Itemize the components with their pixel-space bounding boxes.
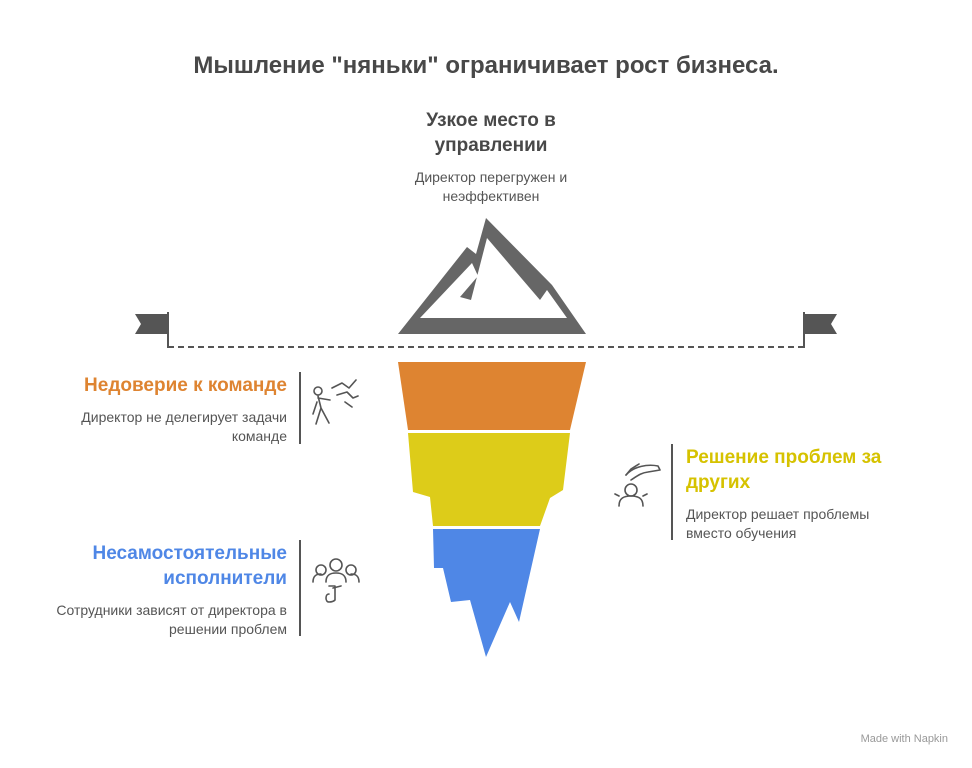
layer-2-title: Решение проблем за других <box>686 447 882 493</box>
iceberg-tip <box>398 218 586 334</box>
dependent-group-icon <box>312 558 360 603</box>
layer-1-label: Недоверие к команде Директор не делегиру… <box>40 373 287 446</box>
layer-1-description: Директор не делегирует задачи команде <box>81 409 287 444</box>
layer-2-label: Решение проблем за других Директор решае… <box>686 445 906 543</box>
label-divider-2 <box>671 444 673 540</box>
layer-1-title: Недоверие к команде <box>84 375 287 396</box>
left-flag-icon <box>135 312 169 348</box>
layer-2-description: Директор решает проблемы вместо обучения <box>686 506 870 541</box>
label-divider-3 <box>299 540 301 636</box>
iceberg-layer-2 <box>408 433 570 526</box>
iceberg-layer-1 <box>398 362 586 430</box>
napkin-watermark[interactable]: Made with Napkin <box>860 733 948 745</box>
helping-hand-icon <box>614 463 661 507</box>
peak-title: Узкое место в управлении <box>426 110 556 156</box>
layer-3-title: Несамостоятельные исполнители <box>92 543 287 589</box>
peak-description: Директор перегружен и неэффективен <box>414 169 568 204</box>
label-divider-1 <box>299 372 301 444</box>
person-pushing-away-icon <box>312 379 359 425</box>
right-flag-icon <box>803 312 837 348</box>
iceberg-layer-3 <box>433 529 540 657</box>
diagram-title: Мышление "няньки" ограничивает рост бизн… <box>193 52 779 79</box>
layer-3-description: Сотрудники зависят от директора в решени… <box>56 602 287 637</box>
layer-3-label: Несамостоятельные исполнители Сотрудники… <box>40 541 287 639</box>
